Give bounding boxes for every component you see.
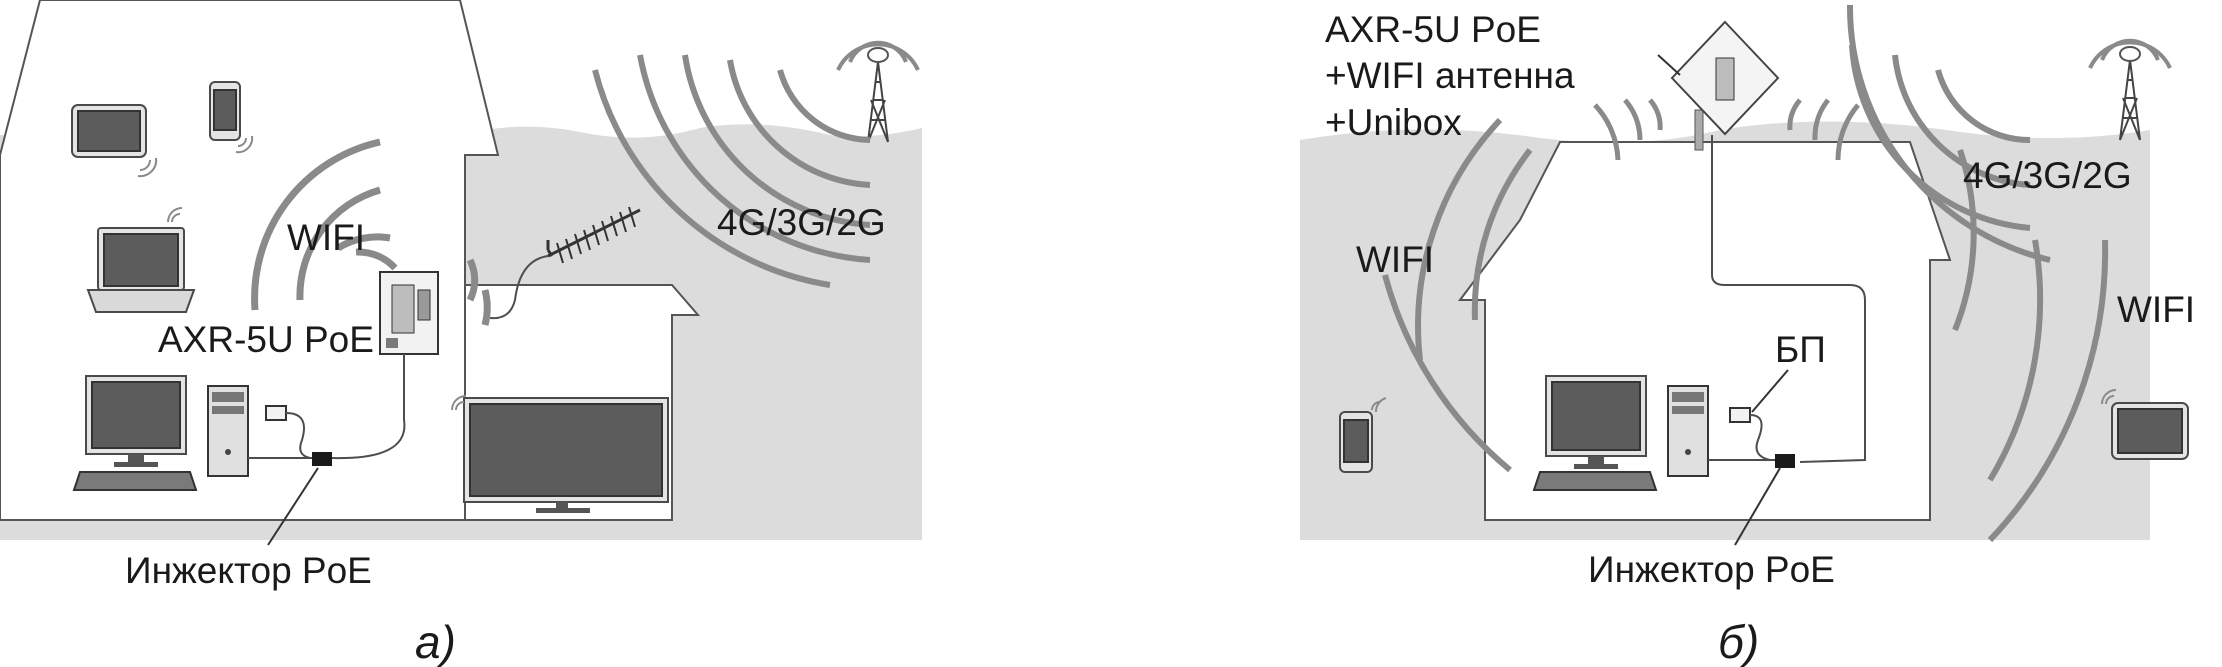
cell-tower-a <box>836 40 920 143</box>
tablet-a <box>71 104 158 178</box>
yagi-antenna-a <box>489 206 641 320</box>
psu-label-b: БП <box>1775 329 1826 370</box>
laptop-a <box>86 207 196 313</box>
cellular-waves-b <box>1846 4 2051 263</box>
cellular-label-b: 4G/3G/2G <box>1963 155 2132 196</box>
tv-a <box>451 395 669 513</box>
wifi-label-a: WIFI <box>287 217 365 258</box>
caption-a: а) <box>415 616 456 667</box>
device-label-b-line1: AXR-5U PoE <box>1325 9 1541 50</box>
tablet-b <box>2101 389 2189 460</box>
smartphone-b <box>1339 397 1387 473</box>
desktop-computer-a <box>72 375 249 491</box>
panel-a: WIFI AXR-5U PoE 4G/3G/2G Инжектор PoE а) <box>0 0 922 667</box>
panel-antenna-b <box>1657 20 1866 463</box>
desktop-computer-b <box>1532 375 1709 491</box>
wifi-left-label-b: WIFI <box>1356 239 1434 280</box>
smartphone-a <box>209 81 254 154</box>
injector-label-a: Инжектор PoE <box>125 550 372 591</box>
cellular-waves-a <box>592 54 871 288</box>
cellular-label-a: 4G/3G/2G <box>717 202 886 243</box>
wifi-waves-a <box>251 138 491 326</box>
panel-b: AXR-5U PoE +WIFI антенна +Unibox 4G/3G/2… <box>1300 4 2195 667</box>
router-device-a <box>379 271 439 355</box>
device-label-a: AXR-5U PoE <box>158 319 374 360</box>
cell-tower-b <box>2088 38 2172 141</box>
wifi-right-label-b: WIFI <box>2117 289 2195 330</box>
device-label-b-line2: +WIFI антенна <box>1325 55 1575 96</box>
wifi-arcs-b <box>1382 117 2109 543</box>
caption-b: б) <box>1718 616 1759 667</box>
injector-label-b: Инжектор PoE <box>1588 549 1835 590</box>
power-injector-b <box>1708 369 1795 546</box>
device-label-b-line3: +Unibox <box>1325 102 1462 143</box>
antenna-waves-b <box>1593 98 1860 161</box>
power-injector-a <box>248 354 406 546</box>
